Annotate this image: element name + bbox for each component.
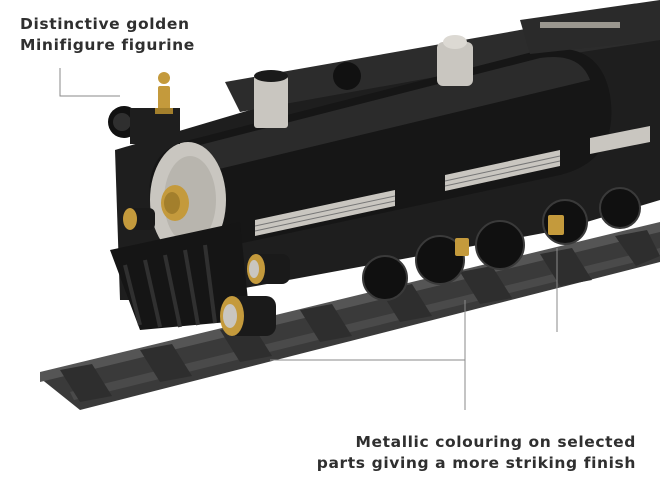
- track: [40, 222, 660, 410]
- golden-figurine: [155, 72, 173, 114]
- figurine-callout-line-1: Distinctive golden: [20, 15, 190, 33]
- figurine-callout-line-2: Minifigure figurine: [20, 36, 195, 54]
- leader-lines: [59, 68, 558, 410]
- metallic-callout-line-1: Metallic colouring on selected: [355, 433, 636, 451]
- metallic-callout-line-2: parts giving a more striking finish: [316, 454, 636, 472]
- metallic-parts-callout: Metallic colouring on selected parts giv…: [317, 432, 636, 474]
- figurine-callout: Distinctive golden Minifigure figurine: [20, 14, 195, 56]
- locomotive-body: [108, 0, 660, 336]
